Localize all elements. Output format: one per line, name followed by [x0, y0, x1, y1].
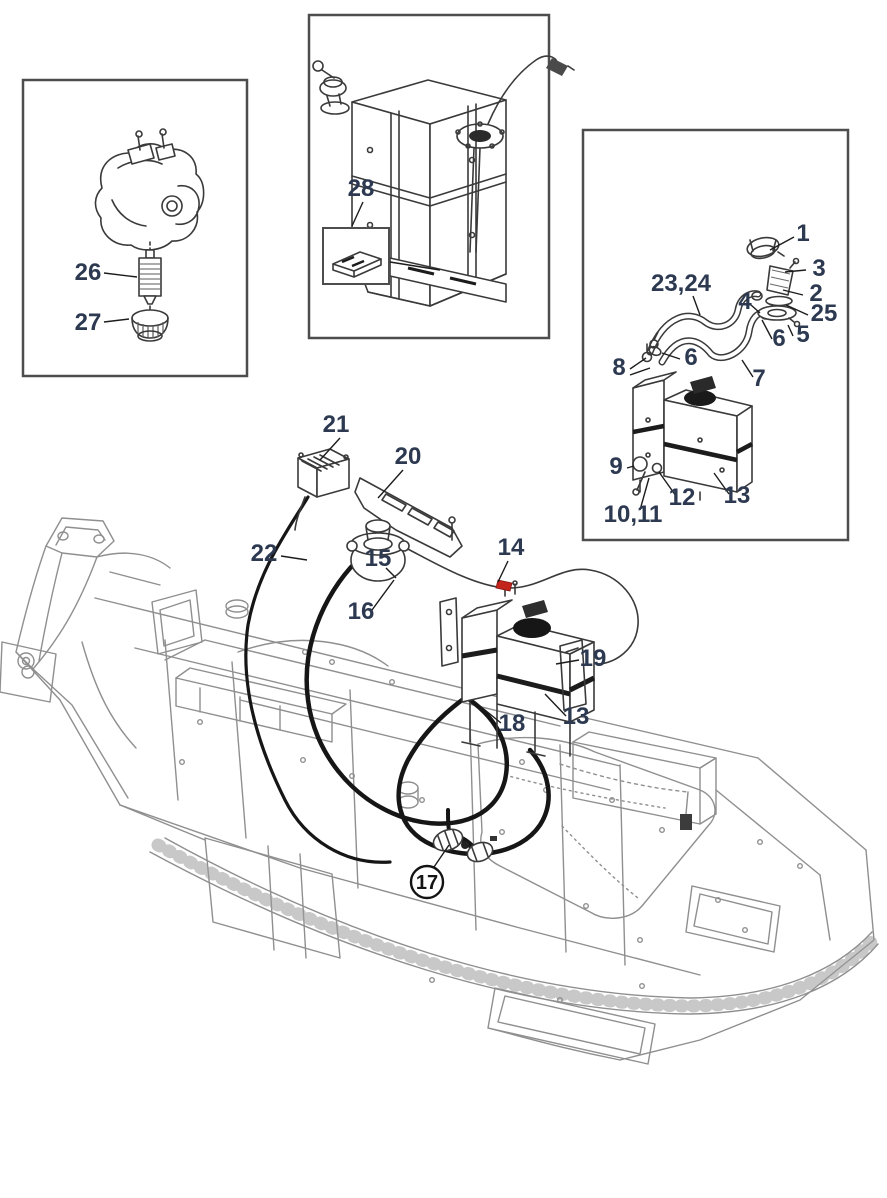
- screw-3: [789, 257, 800, 269]
- callout-17-circle: [409, 864, 445, 900]
- callout-20: 20: [395, 443, 422, 470]
- inset-filler-hose-box: [581, 128, 850, 542]
- inset-fuel-tank-box: [307, 13, 575, 340]
- tank-assembly-drawing: [312, 55, 575, 307]
- mounting-bracket-20: [354, 477, 463, 558]
- callout-9: 9: [609, 453, 622, 480]
- grommet-9: [632, 456, 648, 472]
- gasket-25: [765, 295, 793, 307]
- tank-pump-top: [513, 618, 551, 638]
- callout-13-main: 13: [563, 703, 590, 730]
- bushing-12: [651, 462, 663, 474]
- callout-15: 15: [365, 545, 392, 572]
- callout-labels: 26 27 28 1 3 2 25 5 6 4 23,24 8 6 7 9 10…: [75, 175, 838, 900]
- callout-6-upper: 6: [772, 325, 785, 352]
- callout-6-lower: 6: [684, 344, 697, 371]
- chassis-bolts: [178, 649, 804, 1004]
- wire-harness-22: [244, 495, 392, 864]
- callout-21: 21: [323, 411, 350, 438]
- callout-3: 3: [812, 255, 825, 282]
- inset-border: [581, 128, 850, 542]
- valve-block-21: [294, 448, 350, 531]
- filler-cap-1: [746, 236, 785, 260]
- filler-neck-2: [766, 265, 794, 296]
- callout-5: 5: [796, 321, 809, 348]
- callout-17: 17: [416, 872, 438, 894]
- callout-27: 27: [75, 309, 102, 336]
- fuel-pump-15: [346, 519, 410, 582]
- tank-fittings-8: [641, 331, 659, 363]
- callout-16: 16: [348, 598, 375, 625]
- callout-19: 19: [580, 645, 607, 672]
- callout-1: 1: [796, 220, 809, 247]
- fuel-line-14: [399, 544, 639, 665]
- callout-26: 26: [75, 259, 102, 286]
- callout-10-11: 10,11: [604, 501, 663, 528]
- inset-border: [307, 13, 551, 340]
- fuel-tank-inset-13: [632, 371, 754, 501]
- callout-4: 4: [738, 288, 752, 315]
- callout-18: 18: [499, 710, 526, 737]
- hose-routing: [244, 495, 639, 864]
- callout-2: 2: [809, 280, 822, 307]
- bracket-28-inner-box: [322, 227, 441, 285]
- mount-plate-4: [757, 305, 797, 321]
- fuel-tank-main-13: [439, 580, 596, 757]
- callout-23-24: 23,24: [651, 270, 712, 297]
- tank-bracket-19: [559, 639, 587, 711]
- callout-28: 28: [348, 175, 375, 202]
- inset-border: [21, 78, 249, 378]
- vent-hose-23-24: [646, 290, 762, 356]
- screw-5: [788, 317, 801, 328]
- hose-clamp-6: [751, 291, 763, 301]
- fuel-filter-26: [138, 249, 162, 305]
- callout-22: 22: [251, 540, 278, 567]
- fuel-hose-18: [396, 669, 551, 857]
- engine-drawing: [94, 128, 205, 251]
- chassis-drawing: [0, 517, 882, 1065]
- callout-13-inset: 13: [724, 482, 751, 509]
- fill-hose-7: [658, 308, 770, 366]
- inset-engine-filter-box: [21, 78, 249, 378]
- hose-coupler-17: [432, 828, 497, 863]
- callout-7: 7: [752, 365, 765, 392]
- tank-cap: [312, 60, 350, 115]
- callout-12: 12: [669, 484, 696, 511]
- filter-cap-27: [131, 309, 169, 342]
- fuel-hose-16: [304, 553, 509, 826]
- callout-14: 14: [498, 534, 525, 561]
- callout-25: 25: [811, 300, 838, 327]
- fuel-sender-module: [455, 121, 505, 253]
- callout-8: 8: [612, 354, 625, 381]
- sender-wire: [487, 55, 575, 125]
- screws-10-11: [632, 471, 646, 496]
- red-connector: [495, 579, 513, 592]
- leader-lines: [103, 201, 809, 868]
